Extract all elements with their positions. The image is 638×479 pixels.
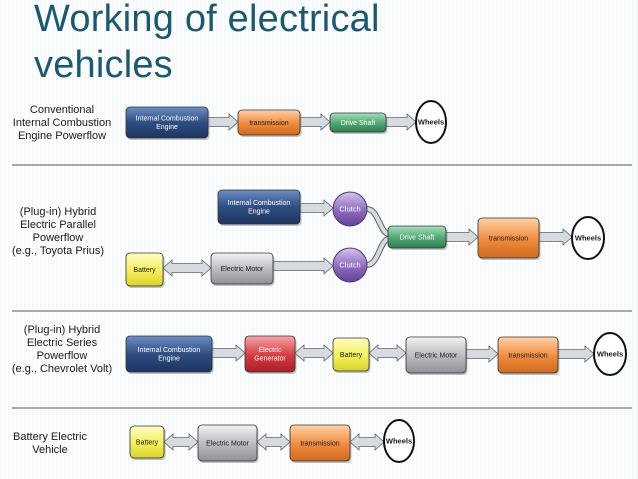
node-box xyxy=(405,336,467,374)
bidirectional-flow-arrow xyxy=(256,433,291,451)
clutch-shape xyxy=(332,247,368,283)
node-transmission: transmission xyxy=(477,217,541,260)
node-label: Electric Motor xyxy=(415,352,458,359)
node-box xyxy=(477,217,540,259)
node-label: Wheels xyxy=(597,350,623,359)
node-box xyxy=(129,425,165,459)
node-transmission: transmission xyxy=(237,109,302,137)
node-label: Battery xyxy=(340,352,363,359)
flow-arrow xyxy=(445,228,479,246)
flow-arrow xyxy=(538,228,573,246)
node-wheels: Wheels xyxy=(571,216,605,260)
clutch-shape xyxy=(332,191,368,227)
bidirectional-flow-arrow xyxy=(368,344,407,362)
node-box xyxy=(237,109,301,136)
flow-arrow xyxy=(557,345,595,363)
flow-arrow xyxy=(207,113,239,131)
node-battery: Battery xyxy=(129,425,166,460)
flow-arrow xyxy=(211,344,246,362)
wheels-shape xyxy=(571,216,605,260)
node-label: transmission xyxy=(489,235,528,242)
node-label: Drive Shaft xyxy=(341,120,376,127)
node-drive-shaft: Drive Shaft xyxy=(329,112,388,134)
node-box xyxy=(329,112,387,133)
node-label: Wheels xyxy=(418,118,444,127)
node-label: Wheels xyxy=(575,234,601,243)
node-electric-motor: Electric Motor xyxy=(210,252,275,286)
node-label: transmission xyxy=(300,440,339,447)
node-box xyxy=(197,424,258,462)
node-label: Electric Motor xyxy=(206,440,249,447)
flow-arrow xyxy=(385,113,417,131)
node-electric-motor: Electric Motor xyxy=(405,336,468,375)
wheels-shape xyxy=(383,419,415,463)
node-label: Battery xyxy=(133,267,156,274)
node-drive-shaft: Drive Shaft xyxy=(387,225,448,250)
node-box xyxy=(289,424,351,462)
flow-arrow xyxy=(272,257,334,275)
node-label: Clutch xyxy=(339,205,360,214)
merge-arrow xyxy=(365,207,390,267)
wheels-shape xyxy=(593,332,627,376)
node-wheels: Wheels xyxy=(593,332,627,376)
node-transmission: transmission xyxy=(289,424,352,463)
node-label: Wheels xyxy=(386,437,412,446)
flow-arrow xyxy=(299,199,334,217)
node-electric-motor: Electric Motor xyxy=(197,424,259,463)
node-box xyxy=(125,252,164,287)
node-label: Clutch xyxy=(339,261,360,270)
node-box xyxy=(244,335,296,373)
node-box xyxy=(210,252,274,285)
flow-arrow xyxy=(299,113,331,131)
bidirectional-flow-arrow xyxy=(294,344,334,362)
node-transmission: transmission xyxy=(497,336,560,375)
node-wheels: Wheels xyxy=(415,100,447,144)
node-clutch: Clutch xyxy=(332,247,368,283)
node-battery: Battery xyxy=(125,252,165,288)
node-clutch: Clutch xyxy=(332,191,368,227)
bidirectional-flow-arrow xyxy=(349,433,385,451)
node-box xyxy=(125,335,213,373)
wheels-shape xyxy=(415,100,447,144)
node-box xyxy=(332,337,370,372)
node-box xyxy=(125,106,209,139)
node-label: transmission xyxy=(249,120,288,127)
node-battery: Battery xyxy=(332,337,371,373)
bidirectional-flow-arrow xyxy=(163,433,199,451)
node-label: Electric Motor xyxy=(221,266,264,273)
node-label: Drive Shaft xyxy=(400,234,435,241)
bidirectional-flow-arrow xyxy=(162,259,212,277)
node-wheels: Wheels xyxy=(383,419,415,463)
node-box xyxy=(217,189,301,225)
flow-arrow xyxy=(465,345,499,363)
flow-arrows xyxy=(162,113,595,451)
node-label: Battery xyxy=(136,439,159,446)
node-box xyxy=(387,225,447,249)
node-label: transmission xyxy=(508,352,547,359)
node-box xyxy=(497,336,559,374)
slide-title: Working of electrical vehicles xyxy=(34,0,380,86)
